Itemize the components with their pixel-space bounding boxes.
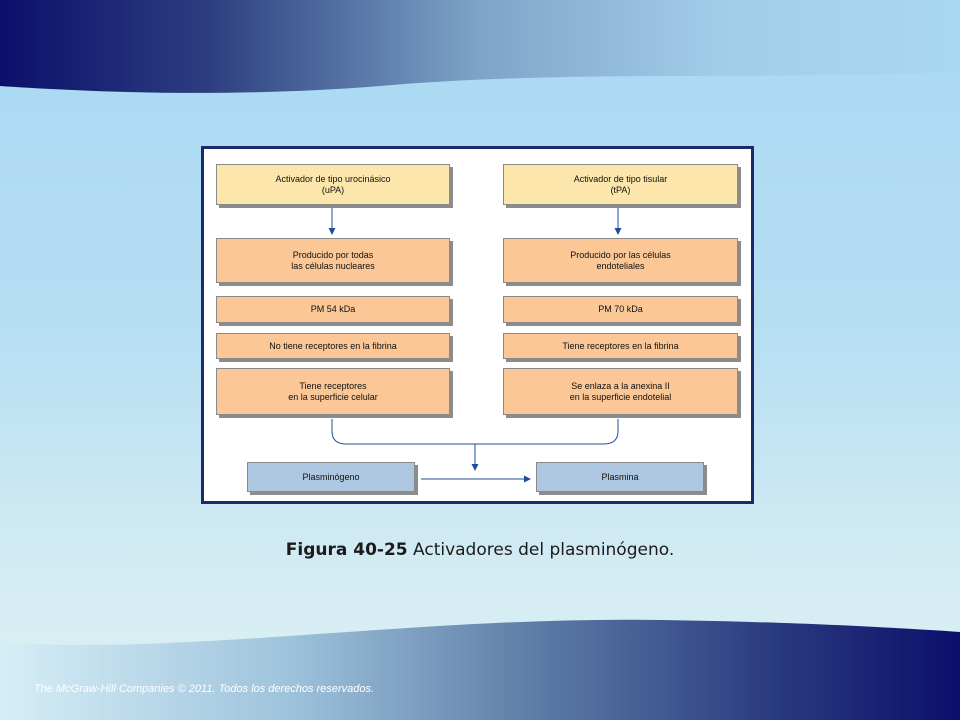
- tPA-surface-box: Se enlaza a la anexina II en la superfic…: [503, 368, 738, 415]
- uPA-activator-box: Activador de tipo urocinásico (uPA): [216, 164, 450, 205]
- uPA-fibrin-box: No tiene receptores en la fibrina: [216, 333, 450, 359]
- uPA-surface-box: Tiene receptores en la superficie celula…: [216, 368, 450, 415]
- figure-frame: Activador de tipo urocinásico (uPA) Prod…: [201, 146, 754, 504]
- figure-title: Activadores del plasminógeno.: [413, 540, 675, 560]
- diagram-connectors: [328, 207, 622, 483]
- tPA-weight-box: PM 70 kDa: [503, 296, 738, 323]
- tPA-activator-box: Activador de tipo tisular (tPA): [503, 164, 738, 205]
- uPA-produced-box: Producido por todas las células nucleare…: [216, 238, 450, 283]
- figure-number: Figura 40-25: [285, 540, 408, 560]
- copyright-footer: The McGraw-Hill Companies © 2011. Todos …: [34, 683, 375, 695]
- figure-caption: Figura 40-25 Activadores del plasminógen…: [0, 540, 960, 560]
- plasmin-box: Plasmina: [536, 462, 704, 492]
- tPA-produced-box: Producido por las células endoteliales: [503, 238, 738, 283]
- uPA-weight-box: PM 54 kDa: [216, 296, 450, 323]
- merge-bracket: [331, 419, 619, 445]
- bottom-decorative-band: [0, 612, 960, 720]
- top-decorative-band: [0, 0, 960, 96]
- plasminogen-box: Plasminógeno: [247, 462, 415, 492]
- tPA-fibrin-box: Tiene receptores en la fibrina: [503, 333, 738, 359]
